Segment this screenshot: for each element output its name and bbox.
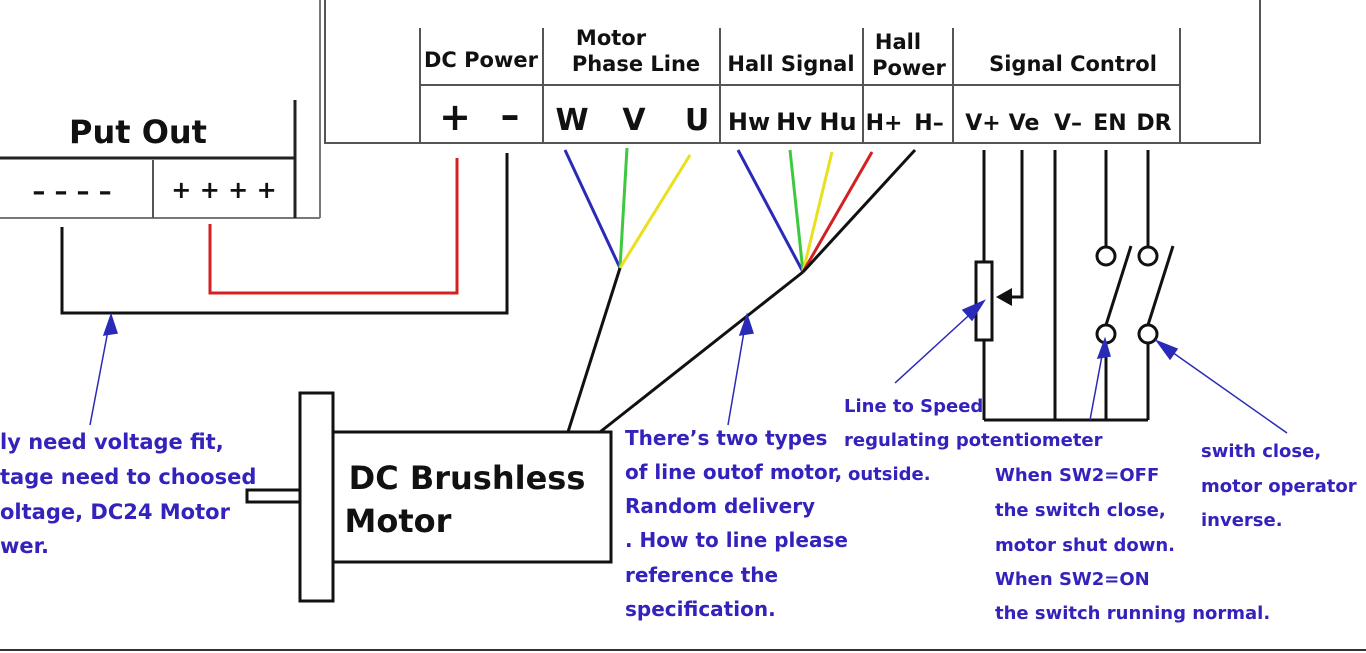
terminal-hw: Hw bbox=[728, 108, 770, 136]
note-speed-line1: Line to Speed bbox=[844, 396, 983, 417]
note-en-line1: When SW2=OFF bbox=[995, 465, 1159, 486]
note-motor-line3: Random delivery bbox=[625, 494, 815, 518]
note-motor-line1: There’s two types bbox=[625, 426, 827, 450]
header-hall: Hall bbox=[875, 30, 921, 54]
note-speed-line3: outside. bbox=[848, 464, 931, 485]
note-switch-en: When SW2=OFF the switch close, motor shu… bbox=[995, 465, 1270, 624]
note-motor-line4: . How to line please bbox=[625, 528, 848, 552]
note-en-line5: the switch running normal. bbox=[995, 603, 1270, 624]
terminal-hu: Hu bbox=[819, 108, 856, 136]
signal-control-wiring bbox=[974, 150, 1175, 422]
wire-power-positive bbox=[208, 158, 459, 295]
note-power-voltage: ly need voltage fit, tage need to choose… bbox=[0, 430, 256, 558]
terminal-dr: DR bbox=[1136, 111, 1171, 136]
wire-phase-w bbox=[563, 149, 622, 269]
wire-hall-u bbox=[801, 151, 834, 273]
note-en-line2: the switch close, bbox=[995, 500, 1166, 521]
note-speed: Line to Speed regulating potentiometer o… bbox=[844, 396, 1103, 485]
wire-hall-v bbox=[788, 149, 805, 273]
wire-hall-bundle bbox=[599, 270, 804, 434]
note-motor-lines: There’s two types of line outof motor, R… bbox=[625, 426, 848, 621]
wire-phase-v bbox=[618, 147, 629, 269]
note-motor-line5: reference the bbox=[625, 563, 778, 587]
terminal-h-plus: H+ bbox=[866, 111, 903, 136]
terminal-v: V bbox=[622, 103, 646, 138]
header-hall-signal: Hall Signal bbox=[727, 52, 854, 76]
terminal-dc-plus: + bbox=[439, 95, 471, 139]
note-dr-line2: motor operator bbox=[1201, 476, 1357, 497]
terminal-ve: Ve bbox=[1009, 111, 1040, 136]
note-speed-line2: regulating potentiometer bbox=[844, 430, 1103, 451]
put-out-title: Put Out bbox=[69, 113, 207, 151]
header-dc-power: DC Power bbox=[424, 48, 539, 72]
note-dr-line3: inverse. bbox=[1201, 510, 1283, 531]
terminal-dc-minus: – bbox=[501, 93, 520, 137]
note-en-line4: When SW2=ON bbox=[995, 569, 1150, 590]
terminal-h-minus: H– bbox=[914, 111, 943, 136]
terminal-v-minus: V– bbox=[1054, 111, 1082, 136]
header-motor: Motor bbox=[576, 26, 647, 50]
wire-hall-w bbox=[736, 149, 805, 273]
positive-terminals: + + + + bbox=[171, 176, 277, 204]
terminal-u: U bbox=[685, 103, 709, 138]
note-dr-line1: swith close, bbox=[1201, 441, 1321, 462]
note-power-line4: wer. bbox=[0, 534, 49, 558]
terminal-v-plus: V+ bbox=[965, 111, 1000, 136]
wire-phase-bundle bbox=[566, 267, 622, 433]
header-power: Power bbox=[872, 56, 946, 80]
motor-body bbox=[245, 391, 613, 603]
note-power-line1: ly need voltage fit, bbox=[0, 430, 224, 454]
note-en-line3: motor shut down. bbox=[995, 535, 1175, 556]
note-power-line3: oltage, DC24 Motor bbox=[0, 500, 231, 524]
header-phase-line: Phase Line bbox=[572, 52, 700, 76]
terminal-hv: Hv bbox=[776, 108, 812, 136]
annotation-arrows bbox=[89, 299, 1288, 434]
note-motor-line6: specification. bbox=[625, 597, 776, 621]
wire-hall-plus bbox=[801, 151, 874, 273]
note-switch-dr: swith close, motor operator inverse. bbox=[1201, 441, 1357, 531]
motor-label-line2: Motor bbox=[345, 502, 452, 540]
terminal-w: W bbox=[555, 103, 588, 138]
wire-phase-u bbox=[618, 154, 692, 269]
note-motor-line2: of line outof motor, bbox=[625, 460, 842, 484]
wire-power-negative bbox=[60, 153, 509, 315]
controller-box bbox=[324, 0, 1261, 144]
power-supply bbox=[0, 0, 321, 219]
negative-terminals: – – – – bbox=[32, 177, 111, 207]
note-power-line2: tage need to choosed bbox=[0, 465, 256, 489]
terminal-en: EN bbox=[1093, 111, 1126, 136]
header-signal-control: Signal Control bbox=[989, 52, 1157, 76]
wire-hall-minus bbox=[801, 148, 917, 274]
motor-label-line1: DC Brushless bbox=[349, 459, 586, 497]
